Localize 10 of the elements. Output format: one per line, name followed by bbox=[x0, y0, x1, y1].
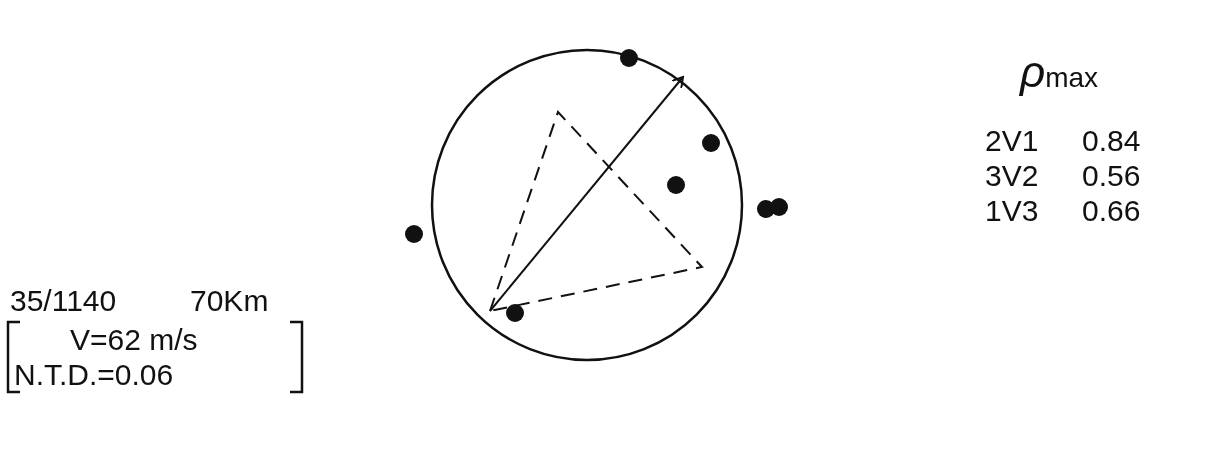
velocity-label: V=62 m/s bbox=[70, 323, 198, 357]
distance-label: 70Km bbox=[190, 284, 269, 318]
value-label: 0.56 bbox=[1082, 159, 1141, 193]
row-label: 1V3 bbox=[985, 194, 1039, 228]
row-label: 2V1 bbox=[985, 124, 1039, 158]
value-label: 0.66 bbox=[1082, 194, 1141, 228]
value-label: 0.84 bbox=[1082, 124, 1141, 158]
station-label: 35/1140 bbox=[10, 284, 117, 318]
row-label: 3V2 bbox=[985, 159, 1039, 193]
ntd-label: N.T.D.=0.06 bbox=[14, 358, 174, 392]
